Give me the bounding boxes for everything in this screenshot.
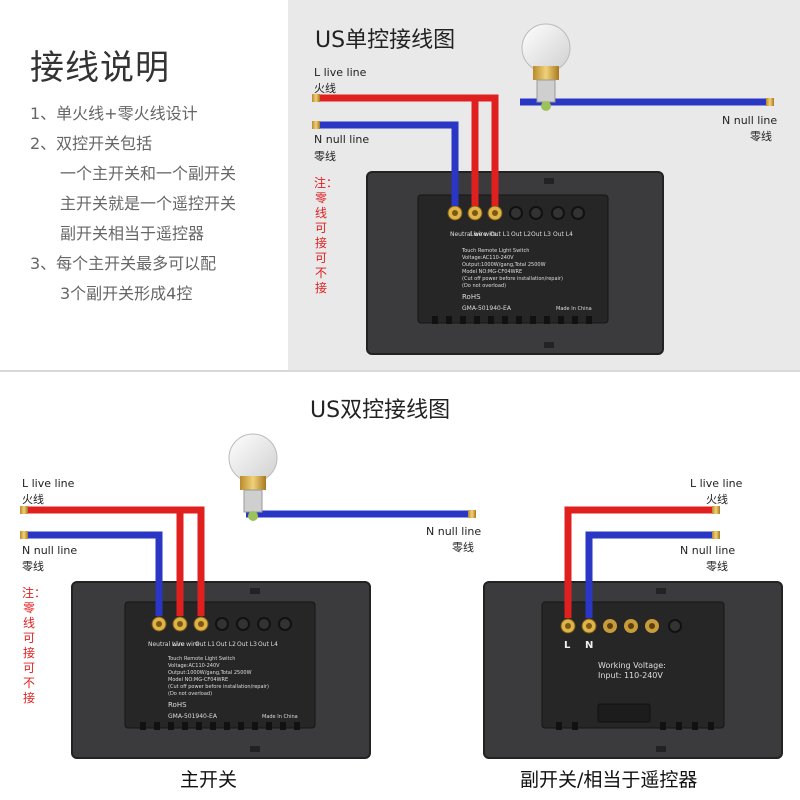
main-term-neutral: Neutral wire <box>148 641 185 648</box>
dual-live-right-label-en: L live line <box>690 477 743 490</box>
dual-bulb <box>228 433 278 521</box>
dual-live-right-label-cn: 火线 <box>706 493 728 506</box>
dual-null-right-label-cn: 零线 <box>706 560 728 573</box>
main-mod-line-1: Touch Remote Light Switch <box>167 656 235 662</box>
single-made: Made In China <box>556 306 592 312</box>
dual-null-mid-label-cn: 零线 <box>452 541 474 554</box>
instruction-line-3: 一个主开关和一个副开关 <box>60 164 237 183</box>
single-null-right-label-en: N null line <box>722 114 778 127</box>
sub-voltage-1: Working Voltage: <box>598 661 666 670</box>
main-term-l1: Out L1 <box>195 641 215 648</box>
single-mod-line-6: (Do not overload) <box>462 283 506 289</box>
main-wires <box>26 506 470 616</box>
single-term-l4: Out L4 <box>553 231 573 238</box>
single-term-live: Live wire <box>470 231 497 238</box>
sub-terminals <box>560 618 682 634</box>
main-term-l3: Out L3 <box>237 641 257 648</box>
instruction-line-4: 主开关就是一个遥控开关 <box>60 194 237 213</box>
instruction-line-7: 3个副开关形成4控 <box>60 284 193 303</box>
instructions-title: 接线说明 <box>30 48 170 88</box>
single-term-neutral: Neutral wire <box>450 231 487 238</box>
sub-wire-ends <box>712 506 720 539</box>
single-mod-line-2: Voltage:AC110-240V <box>462 255 514 261</box>
sub-wires <box>564 506 716 618</box>
instruction-line-6: 3、每个主开关最多可以配 <box>30 254 217 273</box>
instructions-panel <box>0 0 288 370</box>
dual-null-mid-label-en: N null line <box>426 525 482 538</box>
sub-switch-panel: L N Working Voltage: Input: 110-240V <box>483 581 783 759</box>
main-mod-line-3: Output:1000W/gang,Total 2500W <box>168 670 252 676</box>
instruction-line-1: 1、单火线+零火线设计 <box>30 104 198 123</box>
single-mod-line-1: Touch Remote Light Switch <box>461 248 529 254</box>
main-switch-panel: Neutral wire Live wire Out L1 Out L2 Out… <box>71 581 371 759</box>
single-code: GMA-501940-EA <box>462 305 512 312</box>
main-mod-line-5: (Cut off power before installation/repai… <box>168 684 269 690</box>
single-term-l3: Out L3 <box>531 231 551 238</box>
dual-null-right-label-en: N null line <box>680 544 736 557</box>
single-live-label-en: L live line <box>314 66 367 79</box>
single-bulb <box>521 23 571 111</box>
sub-term-l: L <box>564 640 571 651</box>
main-made: Made In China <box>262 714 298 720</box>
single-mod-line-5: (Cut off power before installation/repai… <box>462 276 563 282</box>
caption-sub-switch: 副开关/相当于遥控器 <box>520 769 698 791</box>
main-term-live: Live wire <box>172 641 199 648</box>
section-divider <box>0 370 800 372</box>
single-null-right-label-cn: 零线 <box>750 130 772 143</box>
single-mod-line-4: Model NO:MG-CF04WRE <box>462 269 522 275</box>
dual-live-label-en: L live line <box>22 477 75 490</box>
single-mod-line-3: Output:1000W/gang,Total 2500W <box>462 262 546 268</box>
main-mod-line-6: (Do not overload) <box>168 691 212 697</box>
single-null-label-cn: 零线 <box>314 150 336 163</box>
main-term-l4: Out L4 <box>258 641 278 648</box>
single-wires <box>318 94 768 206</box>
single-wire-ends <box>312 94 774 129</box>
single-term-l2: Out L2 <box>511 231 531 238</box>
single-term-l1: Out L1 <box>490 231 510 238</box>
main-rohs: RoHS <box>168 701 187 709</box>
main-code: GMA-501940-EA <box>168 713 218 720</box>
single-rohs: RoHS <box>462 293 481 301</box>
dual-null-label-en: N null line <box>22 544 78 557</box>
main-mod-line-2: Voltage:AC110-240V <box>168 663 220 669</box>
dual-title: US双控接线图 <box>310 398 451 423</box>
instruction-line-2: 2、双控开关包括 <box>30 134 153 153</box>
main-term-l2: Out L2 <box>216 641 236 648</box>
single-switch-panel: Neutral wire Live wire Out L1 Out L2 Out… <box>366 171 664 355</box>
caption-main-switch: 主开关 <box>180 769 238 791</box>
single-null-label-en: N null line <box>314 133 370 146</box>
sub-voltage-2: Input: 110-240V <box>598 671 663 680</box>
main-wire-ends <box>20 506 476 539</box>
single-title: US单控接线图 <box>315 28 456 53</box>
main-mod-line-4: Model NO:MG-CF04WRE <box>168 677 228 683</box>
sub-term-n: N <box>585 640 593 651</box>
instruction-line-5: 副开关相当于遥控器 <box>60 224 205 243</box>
dual-null-label-cn: 零线 <box>22 560 44 573</box>
single-live-label-cn: 火线 <box>314 82 336 95</box>
dual-live-label-cn: 火线 <box>22 493 44 506</box>
dual-note: 注：零线可接可不接 <box>22 586 47 705</box>
